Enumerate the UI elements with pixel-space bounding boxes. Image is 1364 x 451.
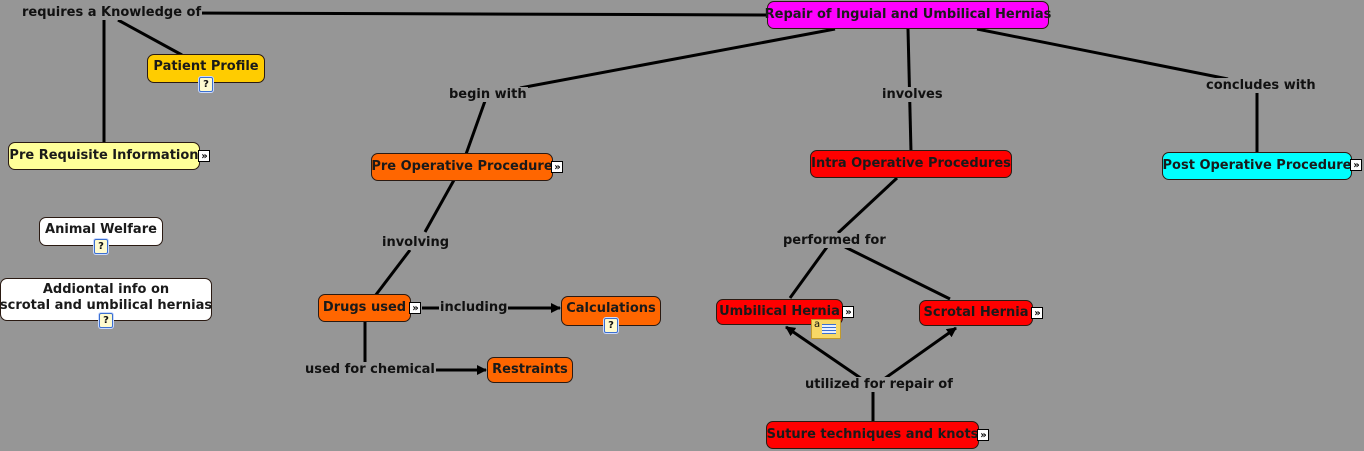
- expand-icon[interactable]: »: [409, 302, 421, 314]
- expand-icon[interactable]: »: [842, 306, 854, 318]
- link-label-utilized-for: utilized for repair of: [804, 377, 954, 392]
- document-icon[interactable]: ?: [94, 239, 108, 254]
- link-label-concludes-with: concludes with: [1205, 78, 1317, 93]
- concept-label: Umbilical Hernia: [719, 304, 840, 319]
- link-involving-drugs: [373, 249, 412, 297]
- link-label-begin-with: begin with: [448, 87, 528, 102]
- document-icon[interactable]: ?: [199, 77, 213, 92]
- concept-label: Repair of Inguial and Umbilical Hernias: [764, 7, 1052, 22]
- link-label-performed-for: performed for: [782, 233, 887, 248]
- link-begin-preop: [463, 100, 487, 158]
- concept-label: Restraints: [492, 362, 568, 377]
- concept-intra-operative-procedures[interactable]: Intra Operative Procedures: [810, 150, 1012, 178]
- note-letter: a: [814, 319, 821, 330]
- note-lines: [822, 324, 836, 334]
- concept-post-operative-procedure[interactable]: Post Operative Procedure: [1162, 152, 1352, 180]
- link-label-used-for-chemical: used for chemical: [304, 362, 436, 377]
- concept-label: Calculations: [566, 301, 656, 316]
- concept-label: Animal Welfare: [45, 221, 157, 237]
- concept-scrotal-hernia[interactable]: Scrotal Hernia: [919, 300, 1033, 326]
- document-icon[interactable]: ?: [99, 313, 113, 328]
- concept-label: Pre Operative Procedure: [371, 159, 553, 174]
- concept-restraints[interactable]: Restraints: [487, 357, 573, 383]
- concept-label: Patient Profile: [153, 58, 259, 74]
- concept-label: Scrotal Hernia: [923, 305, 1029, 320]
- link-label-involving: involving: [381, 235, 451, 250]
- link-root-begin: [519, 27, 836, 90]
- link-utilized-scrotal: [883, 326, 957, 381]
- link-intra-performed: [836, 176, 899, 235]
- link-label-requires: requires a Knowledge of: [21, 5, 203, 20]
- link-requires-patient: [117, 18, 183, 57]
- link-root-concludes: [976, 27, 1229, 81]
- expand-icon[interactable]: »: [977, 429, 989, 441]
- link-root-requires: [184, 11, 771, 17]
- link-performed-umbilical: [788, 246, 829, 299]
- link-label-involves: involves: [881, 87, 944, 102]
- expand-icon[interactable]: »: [551, 161, 563, 173]
- annotation-icon[interactable]: a: [811, 319, 841, 339]
- concept-root[interactable]: Repair of Inguial and Umbilical Hernias: [764, 1, 1052, 29]
- link-performed-scrotal: [844, 245, 951, 301]
- concept-label: Suture techniques and knots: [766, 427, 979, 442]
- concept-prerequisite-information[interactable]: Pre Requisite Information: [8, 142, 200, 170]
- expand-icon[interactable]: »: [1350, 159, 1362, 171]
- concept-label: Drugs used: [322, 300, 407, 315]
- concept-drugs-used[interactable]: Drugs used: [318, 294, 411, 322]
- document-icon[interactable]: ?: [604, 318, 618, 333]
- concept-label: Addiontal info on scrotal and umbilical …: [0, 281, 213, 313]
- concept-label: Pre Requisite Information: [9, 148, 199, 163]
- concept-pre-operative-procedure[interactable]: Pre Operative Procedure: [371, 153, 553, 181]
- concept-label: Intra Operative Procedures: [811, 156, 1011, 171]
- expand-icon[interactable]: »: [1031, 307, 1043, 319]
- link-preop-involving: [423, 179, 456, 233]
- expand-icon[interactable]: »: [198, 150, 210, 162]
- concept-calculations[interactable]: Calculations: [561, 296, 661, 326]
- link-label-including: including: [439, 300, 509, 315]
- concept-suture-techniques[interactable]: Suture techniques and knots: [766, 421, 979, 449]
- link-utilized-umbilical: [785, 325, 863, 381]
- concept-label: Post Operative Procedure: [1162, 158, 1352, 173]
